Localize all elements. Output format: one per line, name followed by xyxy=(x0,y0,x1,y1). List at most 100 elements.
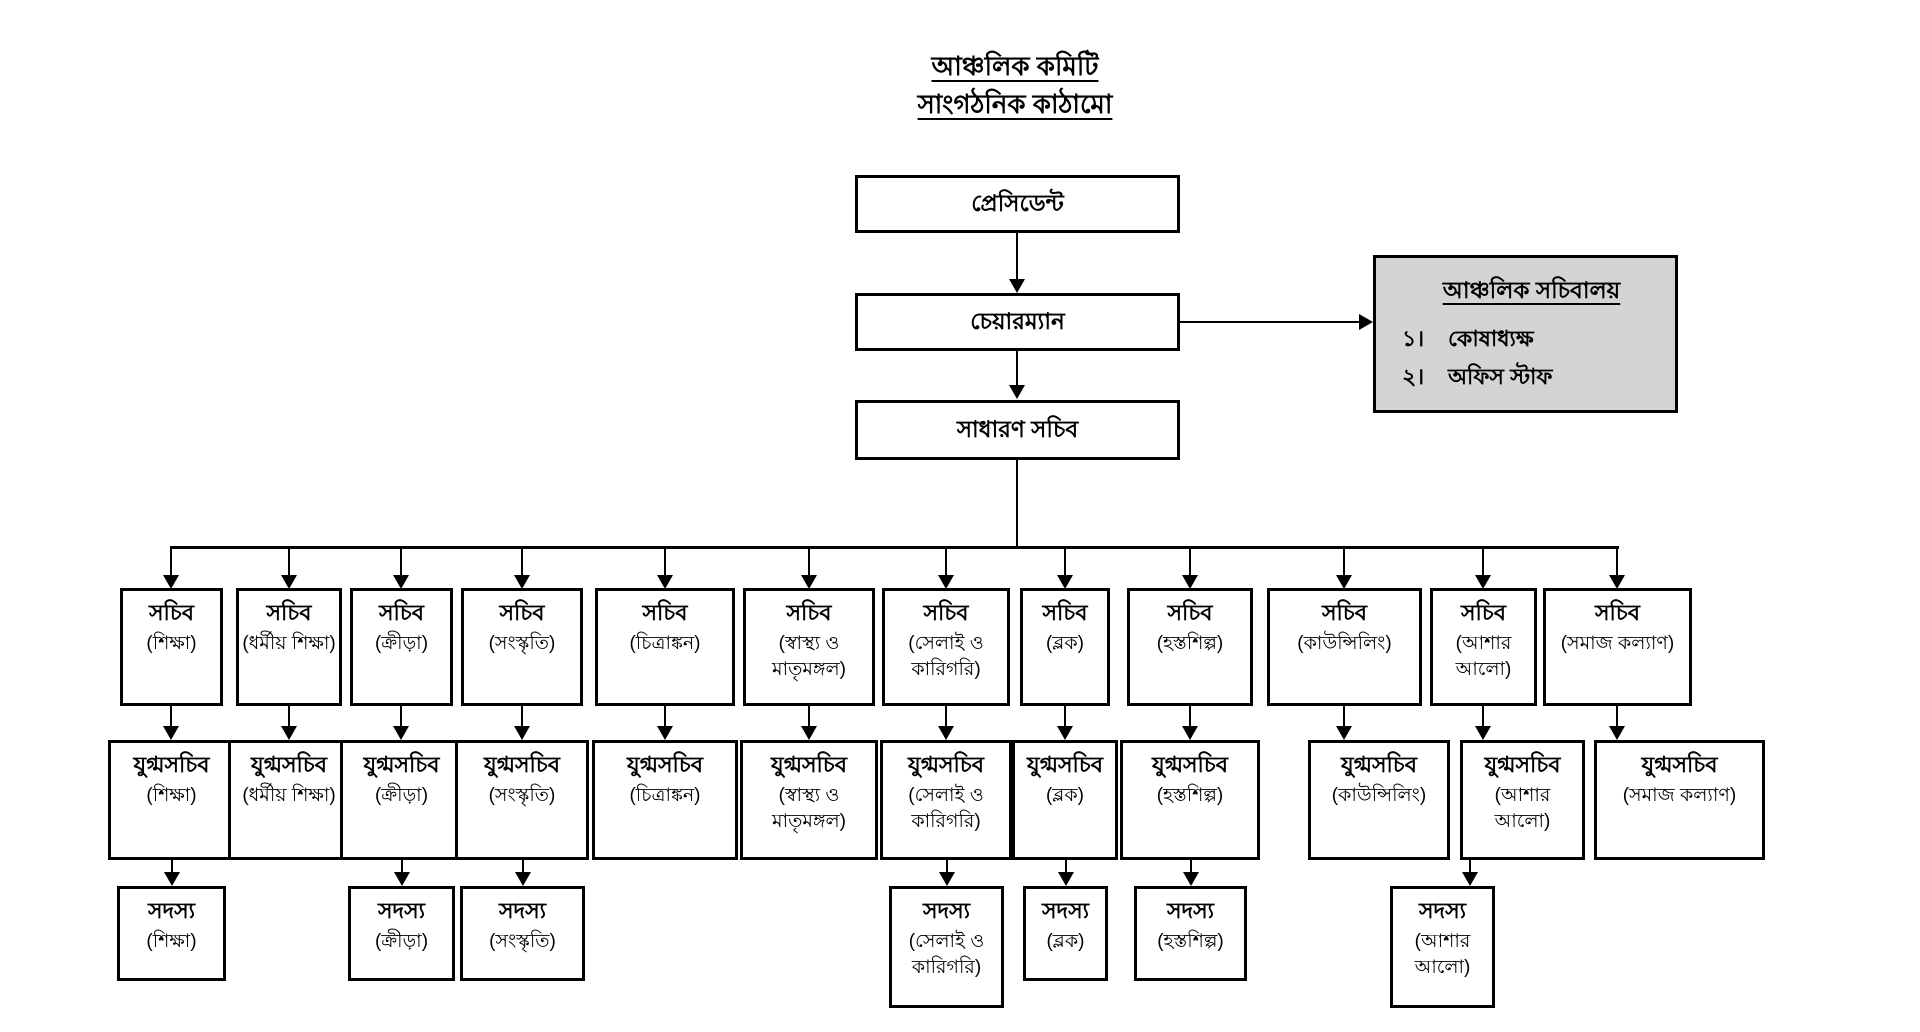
joint-secretary-box-social-welfare: যুগ্মসচিব (সমাজ কল্যাণ) xyxy=(1594,740,1765,860)
secretary-box-social-welfare-role: সচিব xyxy=(1595,600,1640,625)
joint-secretary-box-counselling-role: যুগ্মসচিব xyxy=(1341,752,1417,777)
connector-secretary-joint-handicraft-arrowhead xyxy=(1182,726,1198,740)
connector-secretary-joint-ashar-alo-line xyxy=(1482,706,1484,726)
secretariat-title: আঞ্চলিক সচিবালয় xyxy=(1442,277,1621,303)
joint-secretary-box-religious-education: যুগ্মসচিব (ধর্মীয় শিক্ষা) xyxy=(228,740,350,860)
joint-secretary-box-sewing-technical-dept: (সেলাই ও কারিগরি) xyxy=(908,784,984,833)
connector-bus-handicraft-line xyxy=(1189,549,1191,575)
joint-secretary-box-health-maternity-role: যুগ্মসচিব xyxy=(771,752,847,777)
secretary-box-handicraft-role: সচিব xyxy=(1167,600,1213,625)
connector-joint-member-handicraft-arrowhead xyxy=(1182,872,1199,886)
secretary-box-religious-education-dept: (ধর্মীয় শিক্ষা) xyxy=(242,632,336,654)
connector-chairman-secretariat-line xyxy=(1180,321,1360,323)
connector-bus-block-line xyxy=(1064,549,1066,575)
joint-secretary-box-ashar-alo-role: যুগ্মসচিব xyxy=(1484,752,1561,777)
connector-joint-member-sports-line xyxy=(400,860,403,872)
joint-secretary-box-religious-education-role: যুগ্মসচিব xyxy=(251,752,327,777)
connector-secretary-joint-social-welfare-arrowhead xyxy=(1609,726,1625,740)
general-secretary-box: সাধারণ সচিব xyxy=(855,400,1180,460)
connector-secretary-joint-block-line xyxy=(1064,706,1066,726)
joint-secretary-box-ashar-alo: যুগ্মসচিব(আশার আলো) xyxy=(1460,740,1585,860)
member-box-culture: সদস্য(সংস্কৃতি) xyxy=(460,886,585,981)
joint-secretary-box-drawing-dept: (চিত্রাঙ্কন) xyxy=(629,784,701,806)
member-box-ashar-alo: সদস্য(আশার আলো) xyxy=(1390,886,1495,1008)
connector-joint-member-culture-line xyxy=(521,860,524,872)
connector-president-chairman-line xyxy=(1016,233,1018,279)
member-box-handicraft-dept: (হস্তশিল্প) xyxy=(1157,930,1224,952)
connector-secretary-joint-sewing-technical-line xyxy=(945,706,947,726)
connector-secretary-joint-health-maternity-line xyxy=(808,706,810,726)
connector-joint-member-block-line xyxy=(1064,860,1067,872)
general-secretary-label: সাধারণ সচিব xyxy=(956,415,1079,442)
secretary-box-sports: সচিব(ক্রীড়া) xyxy=(350,588,453,706)
connector-bus-education-line xyxy=(170,549,172,575)
joint-secretary-box-education: যুগ্মসচিব(শিক্ষা) xyxy=(108,740,235,860)
secretary-box-health-maternity-dept: (স্বাস্থ্য ও মাতৃমঙ্গল) xyxy=(772,632,846,681)
connector-chairman-gensec-arrowhead xyxy=(1009,385,1025,399)
connector-secretary-joint-social-welfare-line xyxy=(1616,706,1618,726)
secretary-box-sewing-technical-role: সচিব xyxy=(923,600,969,625)
bus-line xyxy=(170,546,1619,549)
joint-secretary-box-handicraft-role: যুগ্মসচিব xyxy=(1152,752,1228,777)
chairman-box: চেয়ারম্যান xyxy=(855,293,1180,351)
connector-joint-member-block-arrowhead xyxy=(1057,872,1074,886)
chairman-label: চেয়ারম্যান xyxy=(970,307,1065,334)
connector-joint-member-ashar-alo-arrowhead xyxy=(1462,872,1478,886)
connector-joint-member-education-line xyxy=(170,860,173,872)
member-box-sports: সদস্য(ক্রীড়া) xyxy=(348,886,455,981)
joint-secretary-box-social-welfare-dept: (সমাজ কল্যাণ) xyxy=(1622,784,1737,806)
connector-secretary-joint-culture-arrowhead xyxy=(514,726,530,740)
chart-title: আঞ্চলিক কমিটি সাংগঠনিক কাঠামো xyxy=(795,48,1235,123)
connector-secretary-joint-sports-arrowhead xyxy=(393,726,409,740)
connector-bus-religious-education-arrowhead xyxy=(281,575,297,589)
joint-secretary-box-health-maternity-dept: (স্বাস্থ্য ও মাতৃমঙ্গল) xyxy=(772,784,846,833)
connector-joint-member-ashar-alo-line xyxy=(1469,860,1471,872)
joint-secretary-box-religious-education-dept: (ধর্মীয় শিক্ষা) xyxy=(242,784,336,806)
secretary-box-drawing-role: সচিব xyxy=(642,600,688,625)
member-box-education-dept: (শিক্ষা) xyxy=(146,930,197,952)
connector-bus-drawing-arrowhead xyxy=(657,575,673,589)
connector-secretary-joint-health-maternity-arrowhead xyxy=(801,726,817,740)
president-box: প্রেসিডেন্ট xyxy=(855,175,1180,233)
joint-secretary-box-culture: যুগ্মসচিব (সংস্কৃতি) xyxy=(455,740,589,860)
secretary-box-religious-education-role: সচিব xyxy=(266,600,312,625)
joint-secretary-box-sewing-technical-role: যুগ্মসচিব xyxy=(908,752,984,777)
joint-secretary-box-handicraft: যুগ্মসচিব (হস্তশিল্প) xyxy=(1120,740,1260,860)
member-box-education: সদস্য(শিক্ষা) xyxy=(117,886,226,981)
joint-secretary-box-sports: যুগ্মসচিব(ক্রীড়া) xyxy=(340,740,463,860)
joint-secretary-box-culture-dept: (সংস্কৃতি) xyxy=(488,784,556,806)
secretary-box-block: সচিব(ব্লক) xyxy=(1020,588,1110,706)
member-box-sports-role: সদস্য xyxy=(377,898,425,923)
connector-secretary-joint-education-line xyxy=(170,706,172,726)
connector-bus-drawing-line xyxy=(664,549,666,575)
connector-chairman-gensec-line xyxy=(1016,351,1018,385)
secretary-box-block-dept: (ব্লক) xyxy=(1045,632,1085,654)
connector-bus-ashar-alo-line xyxy=(1482,549,1484,575)
member-box-culture-dept: (সংস্কৃতি) xyxy=(489,930,556,952)
connector-bus-ashar-alo-arrowhead xyxy=(1475,575,1491,589)
joint-secretary-box-drawing-role: যুগ্মসচিব xyxy=(627,752,703,777)
joint-secretary-box-handicraft-dept: (হস্তশিল্প) xyxy=(1156,784,1224,806)
joint-secretary-box-education-role: যুগ্মসচিব xyxy=(133,752,210,777)
secretary-box-education-role: সচিব xyxy=(149,600,194,625)
joint-secretary-box-block-role: যুগ্মসচিব xyxy=(1027,752,1103,777)
joint-secretary-box-counselling: যুগ্মসচিব(কাউন্সিলিং) xyxy=(1308,740,1450,860)
connector-bus-sewing-technical-arrowhead xyxy=(938,575,954,589)
joint-secretary-box-culture-role: যুগ্মসচিব xyxy=(484,752,560,777)
connector-bus-religious-education-line xyxy=(288,549,290,575)
connector-bus-sports-arrowhead xyxy=(393,575,409,589)
secretariat-item-1: ১। কোষাধ্যক্ষ xyxy=(1402,325,1661,354)
connector-bus-social-welfare-line xyxy=(1616,549,1618,575)
connector-secretary-joint-sewing-technical-arrowhead xyxy=(938,726,954,740)
connector-secretary-joint-ashar-alo-arrowhead xyxy=(1475,726,1491,740)
secretariat-item-1-number: ১। xyxy=(1402,326,1425,351)
connector-secretary-joint-drawing-arrowhead xyxy=(657,726,673,740)
secretary-box-counselling-dept: (কাউন্সিলিং) xyxy=(1297,632,1392,654)
secretary-box-sports-role: সচিব xyxy=(379,600,424,625)
secretary-box-ashar-alo-role: সচিব xyxy=(1461,600,1506,625)
secretariat-item-2-label: অফিস স্টাফ xyxy=(1448,363,1553,389)
joint-secretary-box-social-welfare-role: যুগ্মসচিব xyxy=(1641,752,1718,777)
secretary-box-health-maternity-role: সচিব xyxy=(786,600,832,625)
secretary-box-sewing-technical-dept: (সেলাই ও কারিগরি) xyxy=(908,632,984,681)
